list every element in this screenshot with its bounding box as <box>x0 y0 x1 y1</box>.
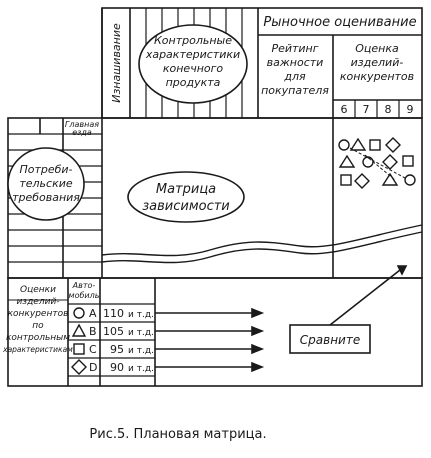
break-line-upper <box>101 224 423 257</box>
car-letter-a: A <box>89 307 97 320</box>
car-unit-c: и т.д. <box>128 346 154 356</box>
car-icons <box>71 307 87 375</box>
control-label-4: продукта <box>166 76 221 89</box>
main-drive-label-2: езда <box>72 128 92 137</box>
dependency-matrix-ellipse <box>127 171 245 223</box>
market-eval-label: Рыночное оценивание <box>263 15 416 30</box>
rating-label-2: важности <box>267 56 324 69</box>
figure-caption: Рис.5. Плановая матрица. <box>89 427 266 442</box>
comparison-arrows <box>155 307 265 373</box>
car-unit-a: и т.д. <box>128 310 154 320</box>
car-unit-b: и т.д. <box>128 328 154 338</box>
rating-label-1: Рейтинг <box>271 42 318 55</box>
scale-label-7: 7 <box>363 103 370 116</box>
compare-pointer <box>329 269 401 326</box>
scale-label-9: 9 <box>407 103 414 116</box>
eval-label-1: Оценки <box>20 285 56 295</box>
circle-icon <box>73 307 85 319</box>
triangle-icon <box>71 323 87 337</box>
matrix-label-2: зависимости <box>142 199 230 214</box>
wear-label: Изнашивание <box>110 23 123 103</box>
scale-ticks <box>354 100 400 118</box>
competitor-label-2: изделий- <box>351 56 404 69</box>
compare-label: Сравните <box>300 333 360 347</box>
car-value-d: 90 <box>110 361 124 374</box>
car-value-a: 110 <box>103 307 124 320</box>
consumer-label-3: требования <box>12 191 80 204</box>
consumer-label-1: Потреби- <box>19 163 72 176</box>
rating-label-3: для <box>283 70 306 83</box>
eval-label-6: характеристикам <box>2 345 73 354</box>
eval-label-4: по <box>32 321 44 331</box>
break-line-lower <box>101 231 423 264</box>
bottom-block-frame <box>7 277 423 387</box>
car-value-c: 95 <box>110 343 124 356</box>
control-characteristics-ellipse <box>138 24 248 104</box>
rating-label-4: покупателя <box>261 84 329 97</box>
control-label-2: характеристики <box>145 48 240 61</box>
square-icon <box>73 343 85 355</box>
consumer-requirements-ellipse <box>7 147 85 221</box>
main-drive-label: Главная <box>65 120 99 129</box>
consumer-label-2: тельские <box>19 177 73 190</box>
car-value-b: 105 <box>103 325 124 338</box>
compare-pointer-head <box>396 265 408 276</box>
car-rows <box>68 303 155 377</box>
competitor-symbols <box>338 137 416 189</box>
car-unit-d: и т.д. <box>128 364 154 374</box>
scale-label-6: 6 <box>341 103 348 116</box>
eval-label-5: контрольным <box>6 333 70 343</box>
diamond-icon <box>71 359 87 375</box>
competitor-label-3: конкурентов <box>340 70 414 83</box>
scale-label-8: 8 <box>385 103 392 116</box>
avto-label-2: мобиль <box>69 291 100 300</box>
car-letter-b: B <box>89 325 97 338</box>
avto-label-1: Авто- <box>72 281 96 290</box>
car-letter-d: D <box>89 361 97 374</box>
control-label-3: конечного <box>163 62 224 75</box>
matrix-label-1: Матрица <box>156 182 216 197</box>
car-letter-c: C <box>89 343 97 356</box>
eval-label-2: изделий- <box>16 297 59 307</box>
eval-label-3: конкурентов <box>8 309 69 319</box>
control-label-1: Контрольные <box>154 34 232 47</box>
competitor-label-1: Оценка <box>355 42 399 55</box>
